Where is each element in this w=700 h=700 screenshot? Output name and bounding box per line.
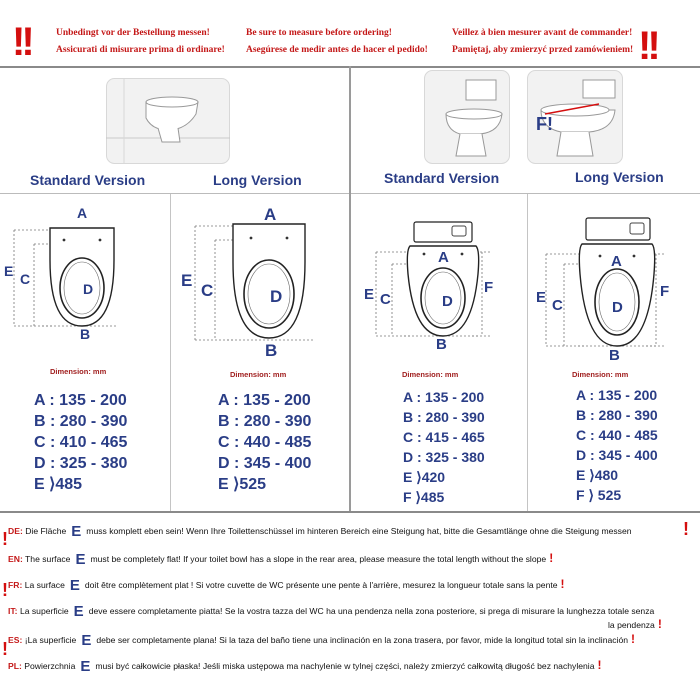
warning-fr: Veillez à bien mesurer avant de commande… <box>452 28 633 38</box>
section-divider <box>349 66 351 512</box>
dimension-label-d: D <box>442 293 453 310</box>
dimension-caption: Dimension: mm <box>230 370 287 379</box>
warning-es: Asegúrese de medir antes de hacer el ped… <box>246 45 428 55</box>
spec-list-3: A : 135 - 200 B : 280 - 390 C : 415 - 46… <box>403 387 485 507</box>
dimension-label-a: A <box>264 205 276 224</box>
section-divider <box>170 194 171 512</box>
long-version-title-left: Long Version <box>213 172 302 188</box>
dimension-label-b: B <box>436 336 447 353</box>
warning-exclamation-right: !! <box>638 24 661 68</box>
spec-list-2: A : 135 - 200 B : 280 - 390 C : 440 - 48… <box>218 390 311 495</box>
dimension-label-e: E <box>181 271 192 290</box>
standard-version-title-left: Standard Version <box>30 172 146 188</box>
spec-e: E ⟩525 <box>218 476 267 493</box>
spec-a: A : 135 - 200 <box>403 389 485 405</box>
spec-d: D : 325 - 380 <box>403 449 485 465</box>
dimension-caption: Dimension: mm <box>402 370 459 379</box>
exclamation-icon: ! <box>2 580 8 600</box>
section-divider <box>0 66 349 68</box>
spec-f: F ⟩ 525 <box>576 487 622 503</box>
toilet-seat-diagram-3: A E C D F B <box>364 221 493 353</box>
note-it-continued: la pendenza! <box>608 617 662 631</box>
spec-d: D : 345 - 400 <box>576 447 658 463</box>
spec-c: C : 440 - 485 <box>576 427 658 443</box>
dimension-label-f: F <box>484 279 493 296</box>
spec-e: E ⟩420 <box>403 469 446 485</box>
standard-version-title-right: Standard Version <box>384 170 500 186</box>
dimension-label-c: C <box>201 281 213 300</box>
dimension-label-b: B <box>80 326 90 342</box>
warning-it: Assicurati di misurare prima di ordinare… <box>56 45 225 55</box>
dimension-label-f: F <box>660 283 669 300</box>
spec-a: A : 135 - 200 <box>218 392 311 409</box>
spec-list-1: A : 135 - 200 B : 280 - 390 C : 410 - 46… <box>34 390 127 495</box>
section-divider <box>0 511 700 513</box>
spec-b: B : 280 - 390 <box>403 409 485 425</box>
spec-a: A : 135 - 200 <box>34 392 127 409</box>
exclamation-icon: ! <box>683 519 689 539</box>
warning-exclamation-left: !! <box>12 20 35 64</box>
spec-f: F ⟩485 <box>403 489 445 505</box>
floor-toilet-long-illustration <box>527 70 623 164</box>
figure-f-marker: F! <box>536 114 553 134</box>
spec-a: A : 135 - 200 <box>576 387 658 403</box>
dimension-label-c: C <box>552 297 563 314</box>
floor-toilet-illustration <box>424 70 510 164</box>
spec-e: E ⟩485 <box>34 476 83 493</box>
spec-b: B : 280 - 390 <box>34 413 128 430</box>
dimension-label-a: A <box>438 249 449 266</box>
dimension-caption: Dimension: mm <box>50 367 107 376</box>
warning-en: Be sure to measure before ordering! <box>246 28 392 38</box>
dimension-label-b: B <box>609 347 620 364</box>
spec-c: C : 410 - 465 <box>34 434 128 451</box>
spec-list-4: A : 135 - 200 B : 280 - 390 C : 440 - 48… <box>576 385 658 505</box>
section-divider <box>0 193 349 194</box>
wall-hung-toilet-illustration <box>106 78 230 164</box>
dimension-label-a: A <box>77 205 87 221</box>
spec-d: D : 345 - 400 <box>218 455 312 472</box>
spec-d: D : 325 - 380 <box>34 455 128 472</box>
spec-b: B : 280 - 390 <box>576 407 658 423</box>
spec-b: B : 280 - 390 <box>218 413 312 430</box>
dimension-label-a: A <box>611 253 622 270</box>
dimension-label-d: D <box>270 287 282 306</box>
dimension-label-d: D <box>612 299 623 316</box>
dimension-label-d: D <box>83 281 93 297</box>
spec-c: C : 415 - 465 <box>403 429 485 445</box>
spec-e: E ⟩480 <box>576 467 619 483</box>
exclamation-icon: ! <box>2 639 8 659</box>
dimension-label-e: E <box>364 286 374 303</box>
dimension-label-b: B <box>265 341 277 360</box>
spec-c: C : 440 - 485 <box>218 434 312 451</box>
warning-pl: Pamiętaj, aby zmierzyć przed zamówieniem… <box>452 45 634 55</box>
toilet-seat-diagram-4: A E C D F B <box>536 217 669 364</box>
dimension-label-e: E <box>4 263 13 279</box>
long-version-title-right: Long Version <box>575 169 664 185</box>
dimension-label-c: C <box>380 291 391 308</box>
exclamation-icon: ! <box>2 529 8 549</box>
toilet-seat-diagram-1: A E C D B <box>4 205 118 342</box>
dimension-label-c: C <box>20 271 30 287</box>
section-divider <box>351 66 700 68</box>
dimension-label-e: E <box>536 289 546 306</box>
section-divider <box>351 193 700 194</box>
dimension-caption: Dimension: mm <box>572 370 629 379</box>
section-divider <box>527 194 528 512</box>
toilet-seat-diagram-2: A E C D B <box>181 205 315 360</box>
warning-de: Unbedingt vor der Bestellung messen! <box>56 28 210 38</box>
